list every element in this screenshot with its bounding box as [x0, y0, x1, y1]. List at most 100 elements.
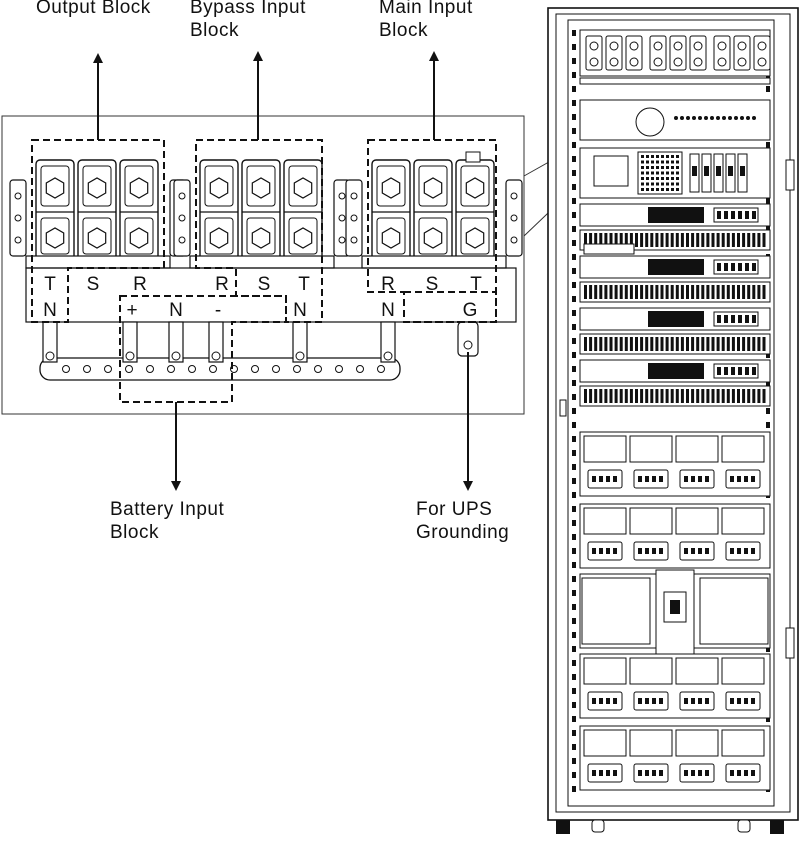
grille-slot — [589, 285, 593, 299]
grille-slot — [752, 233, 756, 247]
battery-cell — [583, 657, 627, 685]
vent-dot — [666, 177, 669, 180]
grille-slot — [737, 337, 740, 351]
bracket-hole — [510, 214, 518, 222]
grille-slot — [716, 337, 720, 351]
bracket-hole — [350, 214, 358, 222]
grille-slot — [655, 389, 659, 403]
vent-dot — [646, 177, 649, 180]
grille-slot — [650, 337, 654, 351]
grille-slot — [604, 337, 608, 351]
grille-slot — [599, 389, 603, 403]
grille-slot — [594, 389, 598, 403]
battery-pin — [645, 476, 649, 482]
grille-slot — [609, 389, 613, 403]
main-terminal-label: R — [381, 274, 395, 295]
bus-hole — [62, 365, 70, 373]
vent-dot — [661, 166, 664, 169]
bus-hole — [209, 365, 217, 373]
battery-pin — [751, 548, 755, 554]
vent-dot — [676, 166, 679, 169]
module-connector — [713, 207, 759, 223]
rack-hole — [572, 324, 576, 330]
power-module-4 — [579, 359, 771, 407]
module-grille — [579, 385, 771, 407]
connector-pin — [717, 315, 721, 323]
grille-slot — [660, 389, 664, 403]
grille-slot — [680, 285, 684, 299]
grille-slot — [640, 337, 644, 351]
vent-dot — [676, 171, 679, 175]
battery-pin — [645, 698, 649, 704]
battery-pin — [730, 698, 734, 704]
grille-slot — [640, 233, 644, 247]
rack-hole — [572, 296, 576, 302]
grille-slot — [686, 285, 689, 299]
ground-lug — [457, 321, 479, 357]
grille-slot — [737, 233, 740, 247]
mini-terminal — [625, 35, 643, 71]
grille-slot — [675, 337, 679, 351]
grille-slot — [706, 389, 710, 403]
rack-hole — [572, 212, 576, 218]
vent-dot — [651, 188, 654, 191]
terminal-clamp — [418, 165, 448, 207]
vent-dot — [656, 177, 659, 180]
battery-cell — [675, 729, 719, 757]
battery-pin — [613, 476, 617, 482]
rack-hole — [572, 436, 576, 442]
grille-slot — [742, 233, 746, 247]
bus-post — [122, 321, 138, 363]
battery-pin — [652, 476, 656, 482]
grille-slot — [650, 389, 654, 403]
connector-pin — [724, 263, 728, 271]
grille-slot — [742, 389, 746, 403]
battery-tray-1 — [579, 431, 771, 497]
vent-dot — [646, 166, 649, 169]
rack-hole — [572, 604, 576, 610]
battery-connector — [633, 541, 669, 561]
mini-terminal-bolt — [609, 41, 619, 51]
grille-slot — [645, 285, 649, 299]
cable-coil — [635, 107, 665, 137]
rack-hole — [572, 688, 576, 694]
terminal-clamp — [288, 217, 318, 255]
grille-slot — [706, 233, 710, 247]
vent-dot — [656, 166, 659, 169]
vent-dot — [651, 182, 654, 186]
bus-hole — [167, 365, 175, 373]
vent-dot — [671, 166, 674, 169]
rack-hole — [572, 562, 576, 568]
grille-slot — [731, 389, 735, 403]
battery-pin — [652, 698, 656, 704]
battery-pin — [705, 548, 709, 554]
connector-pin — [738, 263, 742, 271]
rack-hole — [572, 702, 576, 708]
vent-dot — [641, 182, 644, 186]
bracket-hole — [178, 236, 186, 244]
battery-pin — [737, 698, 741, 704]
connector-pin — [717, 263, 721, 271]
mini-terminal-bolt — [673, 41, 683, 51]
battery-cell — [675, 435, 719, 463]
terminal-bolt — [465, 177, 485, 199]
battery-pin — [751, 770, 755, 776]
grille-slot — [757, 233, 761, 247]
vent-dot — [671, 171, 674, 175]
terminal-bolt — [87, 227, 107, 249]
rack-hole — [572, 282, 576, 288]
vent-dot — [641, 155, 644, 158]
grille-slot — [670, 285, 674, 299]
vent-dot — [671, 155, 674, 158]
tray-rivet — [680, 116, 684, 120]
grille-slot — [650, 233, 654, 247]
grille-slot — [584, 285, 587, 299]
ups-cabinet — [547, 7, 799, 834]
grille-slot — [650, 285, 654, 299]
grille-slot — [742, 337, 746, 351]
grille-slot — [716, 389, 720, 403]
grille-slot — [716, 285, 720, 299]
grille-slot — [696, 285, 700, 299]
grille-slot — [762, 233, 766, 247]
battery-connector — [633, 691, 669, 711]
